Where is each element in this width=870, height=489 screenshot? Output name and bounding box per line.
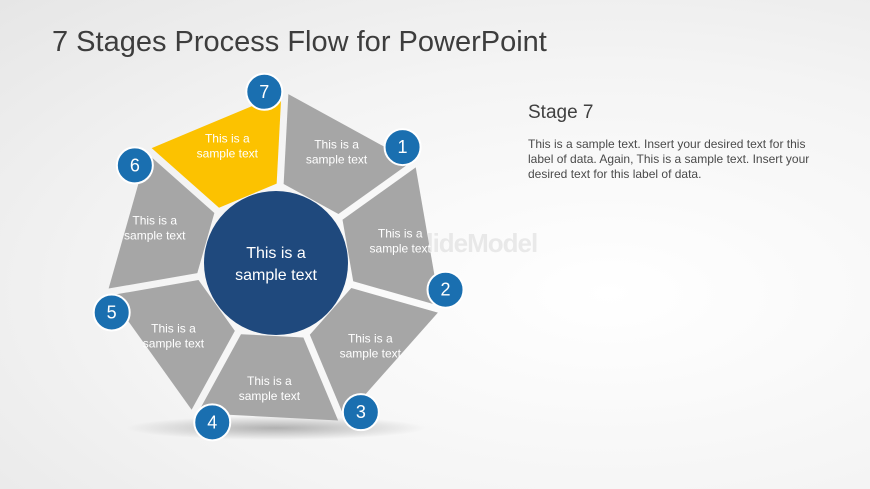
segment-4	[197, 334, 339, 421]
segment-5	[109, 280, 235, 410]
badges-layer: 1 2 3 4 5 6 7	[92, 72, 465, 442]
stage-description: This is a sample text. Insert your desir…	[528, 137, 810, 181]
stage-badge-6: 6	[115, 146, 154, 185]
stage-badge-number: 5	[107, 303, 117, 323]
segment-6	[108, 153, 215, 289]
segment-2	[342, 167, 440, 306]
segment-3	[309, 288, 438, 418]
wheel-shadow	[126, 416, 426, 440]
stage-badge-1: 1	[383, 128, 422, 167]
stage-badge-5: 5	[92, 293, 131, 332]
stage-badge-number: 4	[207, 412, 217, 432]
slide-title: 7 Stages Process Flow for PowerPoint	[52, 26, 547, 58]
stage-badge-7: 7	[245, 72, 284, 111]
watermark: SlideModel	[410, 228, 538, 258]
center-circle	[204, 191, 348, 335]
segment-1	[283, 94, 412, 215]
stage-badge-number: 3	[356, 402, 366, 422]
stage-badge-number: 7	[259, 82, 269, 102]
stage-badge-4: 4	[193, 403, 232, 442]
stage-badge-2: 2	[426, 270, 465, 309]
stage-badge-number: 2	[441, 280, 451, 300]
stage-heading: Stage 7	[528, 102, 594, 123]
segment-7	[151, 93, 282, 208]
stage-badge-3: 3	[341, 393, 380, 432]
stage-badge-number: 6	[130, 155, 140, 175]
stage-badge-number: 1	[398, 137, 408, 157]
